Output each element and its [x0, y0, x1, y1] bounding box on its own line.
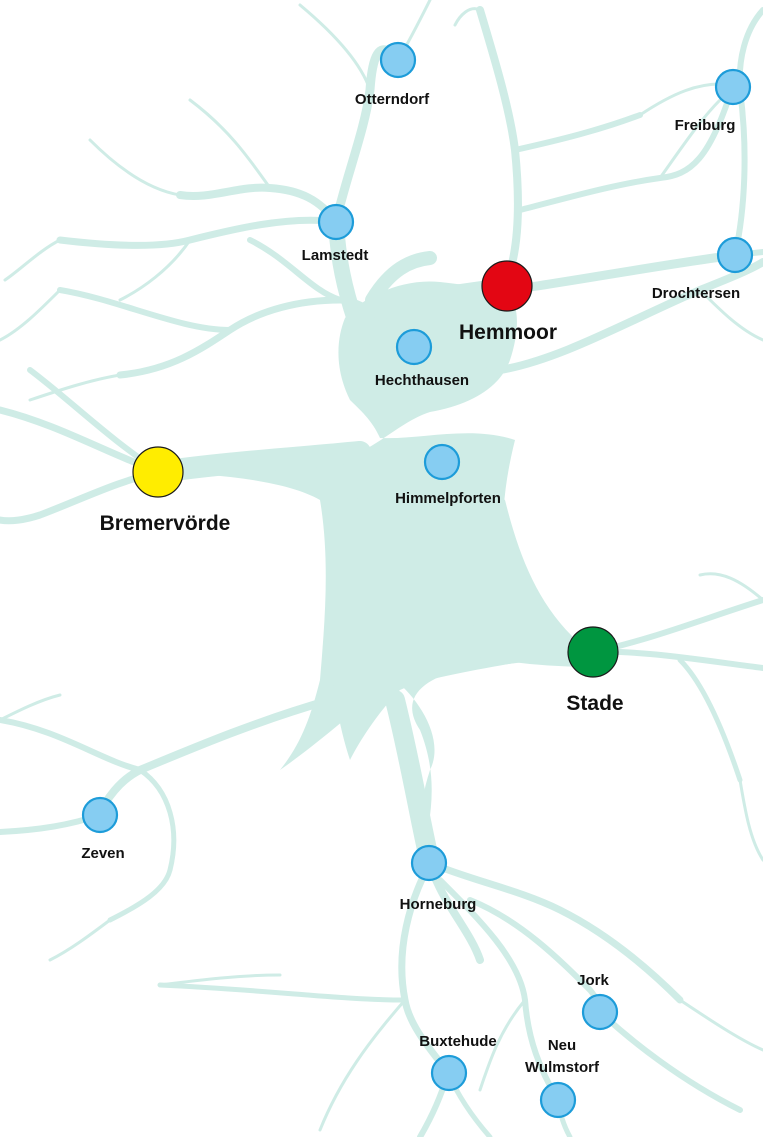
himmelpforten-node[interactable]: [423, 443, 461, 481]
hub-bremervoerde[interactable]: Bremervörde: [100, 446, 231, 535]
town-himmelpforten[interactable]: Himmelpforten: [395, 443, 501, 507]
lamstedt-label: Lamstedt: [302, 247, 369, 264]
drochtersen-node[interactable]: [716, 236, 754, 274]
buxtehude-node[interactable]: [430, 1054, 468, 1092]
town-lamstedt[interactable]: Lamstedt: [302, 203, 369, 264]
zeven-label: Zeven: [81, 845, 124, 862]
neu-wulmstorf-label-line1: Neu: [548, 1037, 576, 1054]
horneburg-label: Horneburg: [400, 896, 477, 913]
network-core-lower: [326, 482, 585, 760]
zeven-node[interactable]: [81, 796, 119, 834]
network-core-upper: [368, 284, 515, 399]
stade-node[interactable]: [567, 626, 619, 678]
hub-stade[interactable]: Stade: [566, 626, 624, 715]
hechthausen-label: Hechthausen: [375, 372, 469, 389]
neu-wulmstorf-node[interactable]: [539, 1081, 577, 1119]
neu-wulmstorf-label-line2: Wulmstorf: [525, 1059, 600, 1076]
town-buxtehude[interactable]: Buxtehude: [419, 1033, 497, 1092]
hechthausen-node[interactable]: [395, 328, 433, 366]
jork-label: Jork: [577, 972, 609, 989]
bremervoerde-label: Bremervörde: [100, 512, 231, 535]
bremervoerde-node[interactable]: [132, 446, 184, 498]
otterndorf-node[interactable]: [379, 41, 417, 79]
otterndorf-label: Otterndorf: [355, 91, 430, 108]
town-neu-wulmstorf[interactable]: Neu Wulmstorf: [525, 1037, 600, 1119]
buxtehude-label: Buxtehude: [419, 1033, 497, 1050]
freiburg-node[interactable]: [714, 68, 752, 106]
lamstedt-node[interactable]: [317, 203, 355, 241]
town-hechthausen[interactable]: Hechthausen: [375, 328, 469, 389]
town-nodes: Otterndorf Freiburg Lamstedt Drochtersen…: [81, 41, 754, 1119]
town-jork[interactable]: Jork: [577, 972, 619, 1031]
town-zeven[interactable]: Zeven: [81, 796, 125, 862]
hemmoor-label: Hemmoor: [459, 321, 557, 344]
hub-hemmoor[interactable]: Hemmoor: [459, 260, 557, 344]
town-otterndorf[interactable]: Otterndorf: [355, 41, 430, 108]
horneburg-node[interactable]: [410, 844, 448, 882]
freiburg-label: Freiburg: [675, 117, 736, 134]
stade-label: Stade: [566, 692, 623, 715]
jork-node[interactable]: [581, 993, 619, 1031]
hemmoor-node[interactable]: [481, 260, 533, 312]
town-drochtersen[interactable]: Drochtersen: [652, 236, 754, 302]
town-horneburg[interactable]: Horneburg: [400, 844, 477, 913]
secondary-branches: [0, 6, 763, 1137]
himmelpforten-label: Himmelpforten: [395, 490, 501, 507]
hub-nodes: Hemmoor Bremervörde Stade: [100, 260, 624, 715]
drochtersen-label: Drochtersen: [652, 285, 740, 302]
town-freiburg[interactable]: Freiburg: [675, 68, 752, 134]
